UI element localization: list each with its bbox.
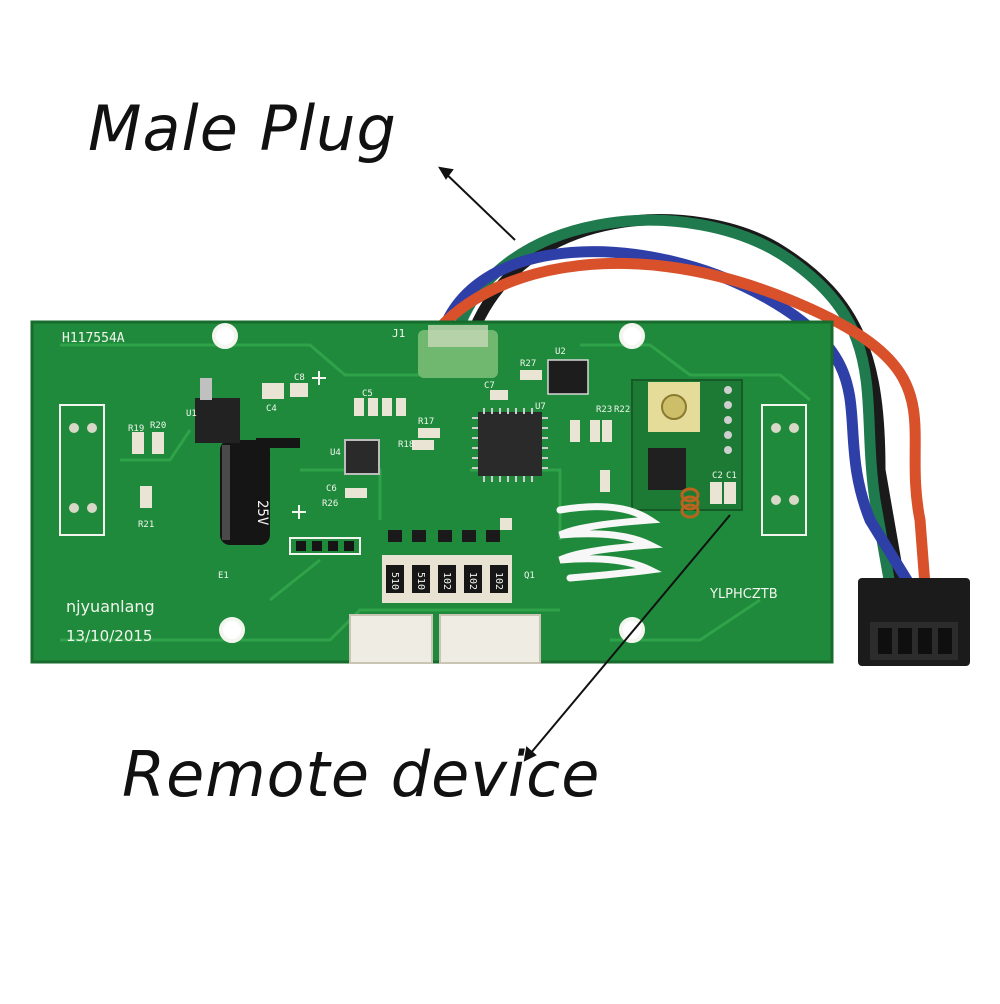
designator: U1: [186, 409, 197, 419]
designator: C6: [326, 484, 337, 494]
designator: C2: [712, 471, 723, 481]
resistor-code: 102: [441, 572, 452, 590]
male-plug-label: Male Plug: [88, 92, 397, 165]
electrolytic-capacitor: 25V: [220, 440, 270, 545]
designator: U7: [535, 402, 546, 412]
designator: C7: [484, 381, 495, 391]
sensor-chip-u4: [344, 439, 380, 475]
designator: U4: [330, 448, 341, 458]
left-sensor-pads: [59, 404, 105, 536]
transistors: [388, 530, 500, 542]
designator: E1: [218, 571, 229, 581]
rf-receiver-module: [631, 379, 743, 519]
header-pins: [256, 438, 361, 555]
capacitor-rating: 25V: [254, 500, 270, 526]
designator: C4: [266, 404, 277, 414]
board-part-number: H117554A: [62, 331, 125, 346]
wire-blue: [434, 246, 916, 591]
designator: C5: [362, 389, 373, 399]
resistor-code: 510: [415, 572, 426, 590]
smd-components: [132, 370, 736, 530]
designator: C8: [294, 373, 305, 383]
designator: R27: [520, 359, 536, 369]
wire-harness: [424, 214, 931, 591]
mount-hole: [619, 323, 645, 349]
designator: R21: [138, 520, 154, 530]
designator: Q1: [524, 571, 535, 581]
designator: R18: [398, 440, 414, 450]
arrow-remote-device: [524, 514, 731, 761]
pcb-board: 25V: [30, 320, 834, 664]
mount-hole: [219, 617, 245, 643]
designator: C1: [726, 471, 737, 481]
designator: R23: [596, 405, 612, 415]
designator: R20: [150, 421, 166, 431]
designator: R22: [614, 405, 630, 415]
designator: R26: [322, 499, 338, 509]
board-maker: njyuanlang: [66, 597, 155, 616]
polarity-marks: [292, 371, 326, 519]
resistor-code: 102: [493, 572, 504, 590]
arrow-male-plug: [439, 167, 516, 241]
male-plug-connector: [858, 578, 970, 666]
designator: R19: [128, 424, 144, 434]
wire-red: [424, 257, 931, 591]
resistor-code: 510: [389, 572, 400, 590]
wire-green: [449, 214, 896, 591]
chip-u2: [547, 359, 589, 395]
power-resistors: 510 510 102 102 102: [382, 555, 512, 603]
designator: U2: [555, 347, 566, 357]
callout-arrows: [438, 166, 731, 762]
rf-coil: [680, 487, 700, 519]
j1-connector: [418, 325, 498, 378]
designator: R17: [418, 417, 434, 427]
right-sensor-pads: [761, 404, 807, 536]
arrowhead-male-plug: [438, 166, 454, 180]
antenna-coil: [556, 503, 663, 582]
mount-hole: [212, 323, 238, 349]
jst-connector: [439, 614, 541, 664]
main-mcu-chip: [472, 408, 548, 482]
arrowhead-remote-device: [523, 746, 537, 762]
jst-connector: [349, 614, 433, 664]
resistor-code: 102: [467, 572, 478, 590]
module-mark: YLPHCZTB: [709, 587, 778, 602]
jst-connectors: [349, 614, 541, 664]
remote-device-label: Remote device: [122, 738, 601, 811]
board-date: 13/10/2015: [66, 627, 152, 645]
voltage-regulator: [195, 378, 240, 443]
designator: J1: [392, 327, 405, 340]
